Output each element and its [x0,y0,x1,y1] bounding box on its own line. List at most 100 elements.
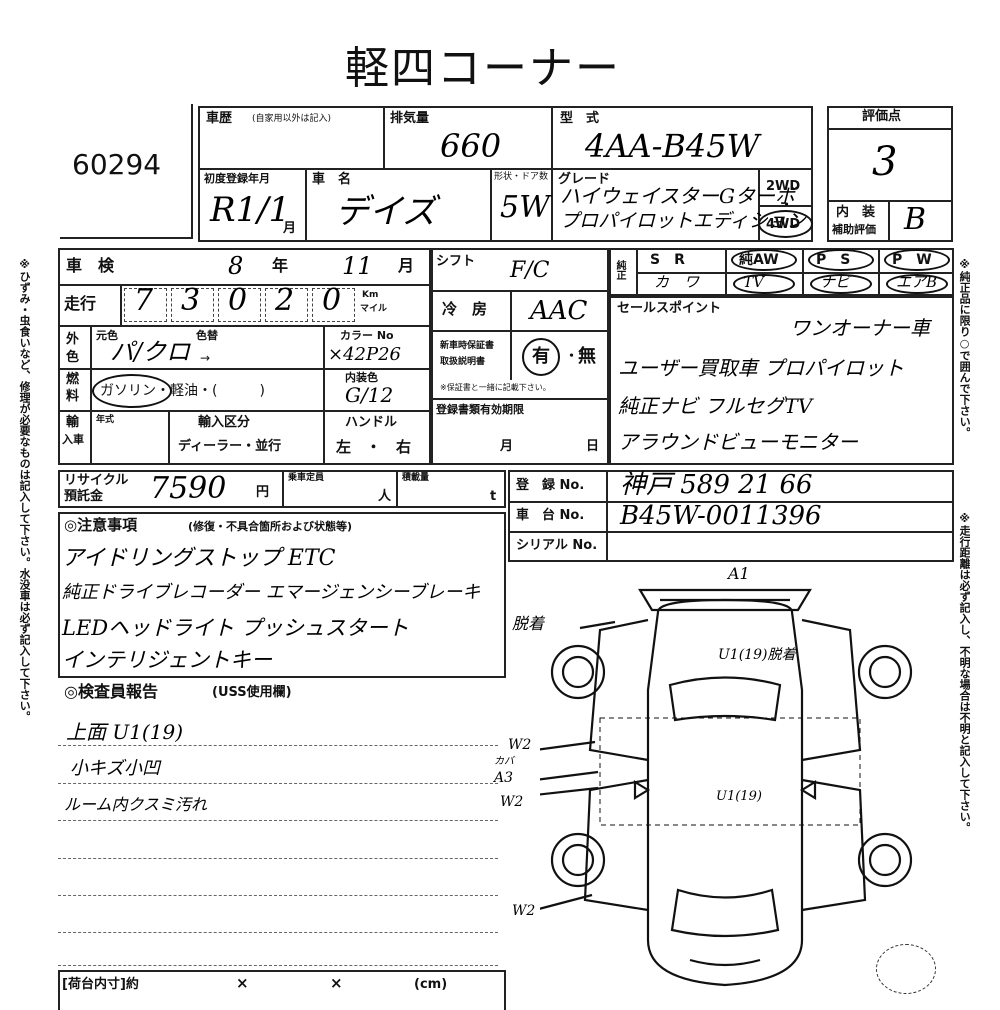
lot-number: 60294 [72,148,162,181]
sales-points-block [609,296,954,465]
inspector-line-2: 小キズ小凹 [70,758,160,779]
equipment-circle [810,274,872,294]
manual-note: ※保証書と一緒に記載下さい。 [440,383,551,392]
equipment-circle [733,274,795,294]
first-registration-label: 初度登録年月 [204,172,270,185]
score-box [827,106,953,242]
recycle-value: 7590 [150,471,227,506]
shape-doors-value: 5W [500,190,550,225]
inspector-label: ◎検査員報告 [64,682,158,701]
equipment-circle [808,249,874,271]
car-damage-diagram [540,588,913,987]
notes-label: ◎注意事項 [64,516,138,534]
import-section-label: 輸入区分 [198,415,251,430]
fuel-label: 燃 [66,372,80,387]
handle-value: 左 ・ 右 [336,438,412,456]
import-label: 輸 [66,415,80,430]
side-note-left: ※ひずみ・虫食いなど、修理が必要なものは記入して下さい。水没車は必ず記入して下さ… [18,258,31,722]
diagram-mark-hood: U1(19)脱着 [718,647,796,663]
score-value: 3 [872,139,898,185]
notes-line-3: LEDヘッドライト プッシュスタート [62,616,409,640]
exterior-color-label2: 色 [66,350,80,365]
handle-label: ハンドル [345,415,398,430]
equipment-item: カ ワ [654,273,700,291]
mileage-digit-cell [265,288,308,322]
color-no-label: カラー No [340,329,394,342]
mileage-unit-mile: マイル [360,304,388,314]
diagram-mark-w2b: W2 [500,794,524,810]
inspection-year-unit: 年 [272,256,289,275]
manual-sep: ・ [565,349,579,364]
diagram-mark-roof: U1(19) [716,789,762,804]
registration-block [508,470,954,562]
original-color-label: 元色 [96,329,118,342]
inspector-sublabel: (USS使用欄) [212,685,292,700]
score-label: 評価点 [862,109,902,124]
notes-line-2: 純正ドライブレコーダー エマージェンシーブレーキ [62,582,481,603]
mileage-label: 走行 [64,294,97,313]
manual-no: 無 [578,346,596,367]
drive-2wd: 2WD [766,179,801,194]
sales-point-line-3: 純正ナビ フルセグTV [618,394,813,418]
page-title: 軽四コーナー [345,43,621,94]
mileage-digit-cell [218,288,261,322]
model-code-value: 4AA-B45W [585,127,760,165]
diagram-mark-w2c: W2 [512,903,536,919]
inspector-line-3: ルーム内クスミ汚れ [64,795,208,814]
equipment-item: S R [650,252,685,268]
notes-block [58,512,506,678]
grade-value-line2: プロパイロットエディション [560,210,806,232]
interior-sublabel: 補助評価 [832,223,876,236]
model-code-label: 型 式 [560,111,600,126]
shift-label: シフト [436,254,476,269]
original-color-value: パ/クロ [110,338,191,366]
exterior-color-label: 外 [66,332,80,347]
inspection-label: 車 検 [66,256,115,275]
chassis-value: B45W-0011396 [620,501,822,531]
load-capacity-label: 積載量 [402,473,430,483]
diagram-mark-a3: A3 [494,770,514,786]
serial-label: シリアル No. [516,538,598,553]
first-registration-month: 月 [283,221,297,236]
paint-change-value: → [200,351,211,365]
lot-number-box [60,104,193,239]
sales-point-line-2: ユーザー買取車 プロパイロット [618,356,904,380]
inspection-month: 11 [342,252,373,280]
aircon-label: 冷 房 [442,300,488,318]
interior-label: 内 装 [836,205,876,220]
grade-value-line1: ハイウェイスターGターボ [560,184,795,208]
chassis-label: 車 台 No. [516,508,585,523]
sales-point-line-1: ワンオーナー車 [790,316,930,340]
manual-label2: 取扱説明書 [440,357,486,367]
import-section-value: ディーラー・並行 [178,439,282,454]
manual-yes-circle [522,338,560,376]
equipment-genuine-label: 純正 [614,260,625,280]
car-name-value: デイズ [335,192,436,232]
color-no-value: ×42P26 [328,344,402,365]
first-registration-value: R1/1 [210,190,291,230]
load-dims-x2: × [330,974,343,992]
diagram-mark-ka: カバ [494,756,514,767]
drive-4wd-circle [758,210,813,238]
shape-doors-label: 形状・ドア数 [494,172,549,182]
mileage-digit: 7 [134,283,154,318]
shift-block [431,248,609,465]
side-note-right-top: ※純正品に限り○で囲んで下さい。 [958,258,971,438]
capacity-label: 乗車定員 [288,473,325,483]
vehicle-detail-block [58,248,431,465]
interior-color-value: G/12 [345,383,394,407]
recycle-unit: 円 [256,485,270,500]
drive-dot: ・ [780,198,794,213]
mileage-digit: 0 [322,283,342,318]
diagram-mark-top: A1 [728,564,750,583]
equipment-circle [884,249,950,271]
registration-expiry-day: 日 [586,439,600,454]
import-year-label: 年式 [96,415,115,425]
notes-line-1: アイドリングストップ ETC [62,546,336,571]
vehicle-history-label: 車歴 [206,111,233,126]
fuel-gasoline-circle [92,374,172,408]
import-label2: 入車 [62,433,84,446]
load-dims-x1: × [236,974,249,992]
mileage-unit-km: Km [362,290,379,300]
inspector-line-1: 上面 U1(19) [66,720,183,744]
